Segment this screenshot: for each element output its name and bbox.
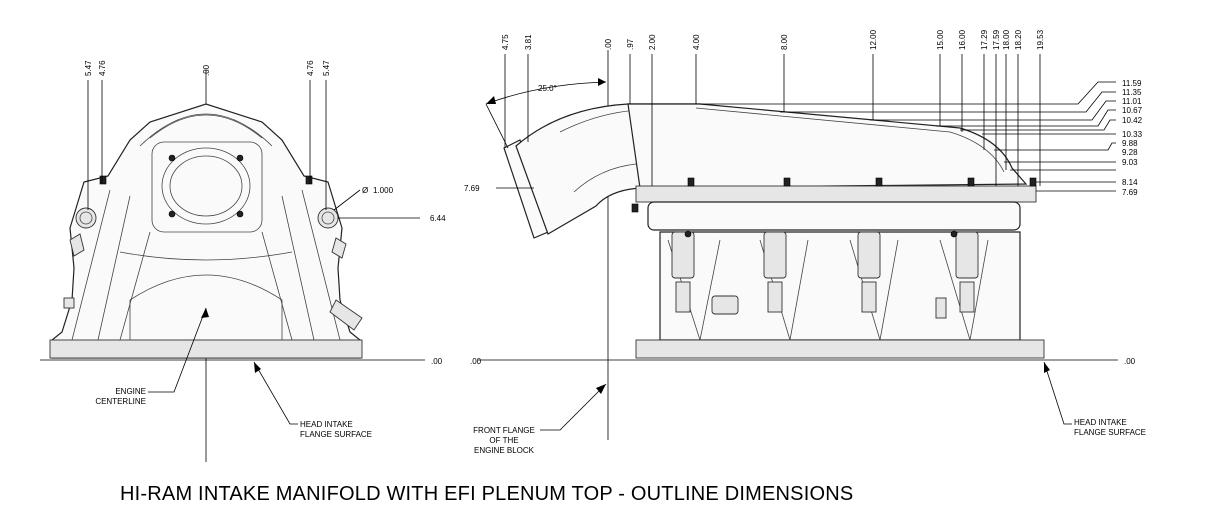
side-flange-label-2: FLANGE SURFACE [1074,428,1146,437]
dim-top-16-00: 16.00 [958,29,967,50]
dim-right-10-67: 10.67 [1122,106,1143,115]
plenum-base [635,185,1037,203]
dim-right-9-03: 9.03 [1122,158,1138,167]
front-flange-label-line3: ENGINE BLOCK [474,446,535,455]
plenum-top [627,103,1028,189]
dim-top-15-00: 15.00 [936,29,945,50]
front-flange-label-line1: FRONT FLANGE [473,426,535,435]
dim-right-11-01: 11.01 [1122,97,1142,106]
dim-right-10-42: 10.42 [1122,116,1143,125]
engine-centerline-label-2: CENTERLINE [95,397,146,406]
injector-1 [671,231,695,279]
dim-top-00: .00 [604,38,613,50]
fuel-rail [647,201,1021,231]
dim-front-4-76-right: 4.76 [306,60,315,76]
front-view: 5.47 4.76 .00 4.76 5.47 Ø 1.000 6.44 .00… [40,60,446,462]
dim-front-5-47-left: 5.47 [84,60,93,76]
dim-top-12-00: 12.00 [869,29,878,50]
dim-front-5-47-right: 5.47 [322,60,331,76]
dim-right-11-59: 11.59 [1122,79,1142,88]
dim-side-base-left: .00 [470,357,482,366]
dim-top-8-00: 8.00 [780,34,789,50]
dim-top-0-97: .97 [626,38,635,50]
dim-top-18-00: 18.00 [1002,29,1011,50]
dim-right-9-88: 9.88 [1122,139,1138,148]
injector-2 [763,231,787,279]
side-base-flange [635,339,1045,359]
dim-right-8-14: 8.14 [1122,178,1138,187]
dim-right-10-33: 10.33 [1122,130,1143,139]
side-flange-label-1: HEAD INTAKE [1074,418,1127,427]
dim-top-3-81: 3.81 [524,34,533,50]
injector-4 [955,231,979,279]
dim-front-4-76-left: 4.76 [98,60,107,76]
dim-top-18-20: 18.20 [1014,29,1023,50]
dim-front-height: 6.44 [430,214,446,223]
side-view: 4.75 3.81 .00 .97 2.00 4.00 8.00 12.00 1… [464,29,1146,455]
fuel-rail-left [75,207,97,229]
dim-right-9-28: 9.28 [1122,148,1138,157]
dim-top-17-29: 17.29 [980,29,989,50]
front-flange-label-1: HEAD INTAKE [300,420,353,429]
diameter-symbol: Ø [362,186,368,195]
front-flange-label-2: FLANGE SURFACE [300,430,372,439]
dim-front-center: .00 [202,64,211,76]
dim-right-7-69: 7.69 [1122,188,1138,197]
drawing-title: HI-RAM INTAKE MANIFOLD WITH EFI PLENUM T… [120,483,853,505]
front-base-flange [49,339,363,359]
front-throttle-plate [151,141,263,233]
dim-front-base: .00 [431,357,443,366]
dim-front-diameter: 1.000 [373,186,394,195]
dim-top-4-00: 4.00 [692,34,701,50]
front-flange-label-line2: OF THE [489,436,518,445]
sensor [711,295,739,315]
dim-left-7-69: 7.69 [464,184,480,193]
dim-angle: 25.0° [538,84,557,93]
dim-top-4-75: 4.75 [501,34,510,50]
dim-top-17-59: 17.59 [992,29,1001,50]
fuel-rail-right [317,207,339,229]
dim-top-2-00: 2.00 [648,34,657,50]
dim-top-19-53: 19.53 [1036,29,1045,50]
angle-arc [485,81,607,105]
dim-side-base-right: .00 [1124,357,1136,366]
dim-right-11-35: 11.35 [1122,88,1142,97]
front-throttle-bore [161,147,251,225]
injector-3 [857,231,881,279]
engine-centerline-label-1: ENGINE [115,387,146,396]
